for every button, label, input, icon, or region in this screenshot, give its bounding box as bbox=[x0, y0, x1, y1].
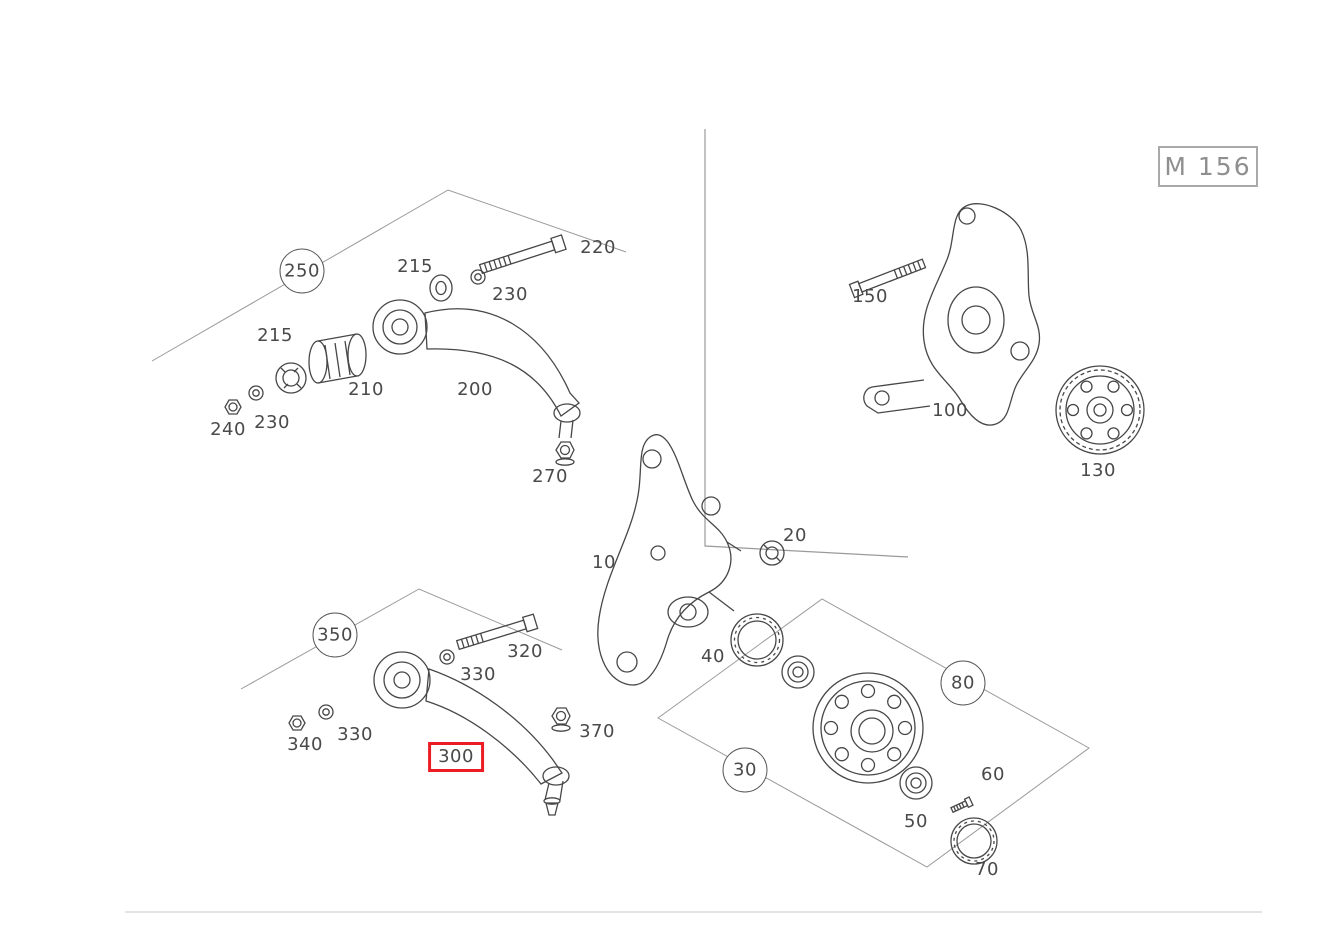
part-label-270[interactable]: 270 bbox=[532, 466, 568, 487]
part-label-80-balloon[interactable]: 80 bbox=[940, 660, 986, 706]
part-label-230-left[interactable]: 230 bbox=[254, 412, 290, 433]
part-label-320[interactable]: 320 bbox=[507, 641, 543, 662]
bolt-150-drawing bbox=[848, 258, 927, 299]
part-label-330-lower[interactable]: 330 bbox=[337, 724, 373, 745]
model-code-box: M 156 bbox=[1158, 146, 1258, 187]
hub-30-drawing bbox=[812, 672, 924, 784]
part-label-240[interactable]: 240 bbox=[210, 419, 246, 440]
nut-340-drawing bbox=[288, 715, 306, 731]
bolt-220-drawing bbox=[478, 234, 567, 275]
knuckle-10-drawing bbox=[597, 434, 742, 686]
seal-215-top-drawing bbox=[429, 274, 453, 302]
part-label-330-upper[interactable]: 330 bbox=[460, 664, 496, 685]
bushing-20-drawing bbox=[759, 540, 785, 566]
part-label-300-highlighted[interactable]: 300 bbox=[428, 742, 484, 772]
knuckle-100-drawing bbox=[863, 203, 1041, 426]
washer-230-left-drawing bbox=[248, 385, 264, 401]
part-label-20[interactable]: 20 bbox=[783, 525, 807, 546]
part-label-250-balloon[interactable]: 250 bbox=[279, 248, 325, 294]
washer-330-lower-drawing bbox=[318, 704, 334, 720]
section-boundary-lines bbox=[704, 129, 909, 558]
part-label-130[interactable]: 130 bbox=[1080, 460, 1116, 481]
cap-70-drawing bbox=[950, 817, 998, 865]
part-label-70[interactable]: 70 bbox=[975, 859, 999, 880]
part-label-200[interactable]: 200 bbox=[457, 379, 493, 400]
part-label-30-balloon[interactable]: 30 bbox=[722, 747, 768, 793]
control-arm-300-drawing bbox=[373, 651, 570, 816]
part-label-150[interactable]: 150 bbox=[852, 286, 888, 307]
seal-215-left-drawing bbox=[275, 362, 307, 394]
part-label-220[interactable]: 220 bbox=[580, 237, 616, 258]
part-label-100[interactable]: 100 bbox=[932, 400, 968, 421]
part-label-60[interactable]: 60 bbox=[981, 764, 1005, 785]
seal-40-drawing bbox=[730, 613, 784, 667]
part-label-10[interactable]: 10 bbox=[592, 552, 616, 573]
part-label-230-top[interactable]: 230 bbox=[492, 284, 528, 305]
nut-370-drawing bbox=[551, 707, 571, 732]
nut-240-drawing bbox=[224, 399, 242, 415]
part-label-215-top[interactable]: 215 bbox=[397, 256, 433, 277]
part-label-50[interactable]: 50 bbox=[904, 811, 928, 832]
bushing-210-drawing bbox=[308, 333, 367, 384]
model-code-text: M 156 bbox=[1164, 152, 1252, 181]
washer-330-upper-drawing bbox=[439, 649, 455, 665]
part-label-350-balloon[interactable]: 350 bbox=[312, 612, 358, 658]
bolt-320-drawing bbox=[455, 613, 539, 651]
hub-130-drawing bbox=[1055, 365, 1145, 455]
control-arm-200-drawing bbox=[372, 299, 581, 439]
group-guide-lines bbox=[151, 189, 1090, 868]
screw-60-drawing bbox=[950, 796, 974, 814]
washer-230-top-drawing bbox=[470, 269, 486, 285]
part-label-215-left[interactable]: 215 bbox=[257, 325, 293, 346]
nut-270-drawing bbox=[555, 441, 575, 466]
part-label-340[interactable]: 340 bbox=[287, 734, 323, 755]
part-label-40[interactable]: 40 bbox=[701, 646, 725, 667]
bearing-50-drawing bbox=[899, 766, 933, 800]
bearing-ring-drawing bbox=[781, 655, 815, 689]
part-label-370[interactable]: 370 bbox=[579, 721, 615, 742]
part-label-210[interactable]: 210 bbox=[348, 379, 384, 400]
